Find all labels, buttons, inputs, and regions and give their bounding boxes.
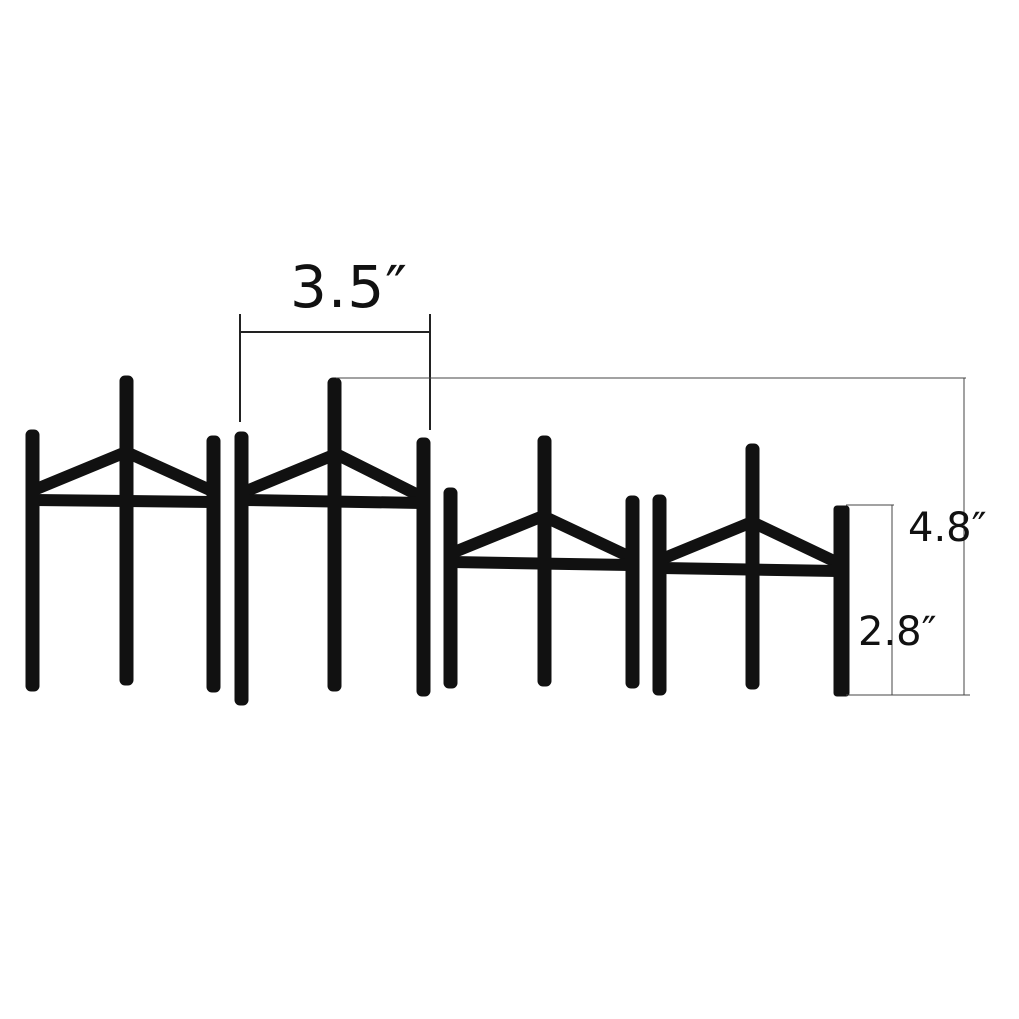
stand-leg-center xyxy=(537,435,552,687)
stand-leg-left xyxy=(443,487,458,689)
plant-stand-tall-1 xyxy=(25,375,221,693)
stand-brace-right xyxy=(330,448,426,502)
stand-leg-right xyxy=(416,437,431,697)
stand-brace-right xyxy=(120,446,216,496)
plant-stand-short-1 xyxy=(443,435,640,689)
stand-leg-left xyxy=(25,429,40,692)
stand-brace-left xyxy=(238,448,342,498)
stand-brace-left xyxy=(28,446,132,496)
width-dimension-bracket xyxy=(239,314,431,430)
stand-leg-left xyxy=(652,494,667,696)
stand-leg-right xyxy=(833,505,850,697)
tall-height-dimension-label: 4.8″ xyxy=(908,505,987,551)
width-dimension-label: 3.5″ xyxy=(290,253,408,321)
stand-brace-right xyxy=(537,510,634,562)
stand-leg-left xyxy=(234,431,249,706)
plant-stand-short-2 xyxy=(652,443,850,697)
stand-brace-left xyxy=(656,516,758,565)
stand-leg-right xyxy=(625,495,640,689)
stand-leg-right xyxy=(206,435,221,693)
stand-leg-center xyxy=(745,443,760,690)
stand-brace-left xyxy=(446,510,549,559)
short-height-dimension xyxy=(846,504,964,696)
short-height-dimension-label: 2.8″ xyxy=(858,609,937,655)
stand-brace-right xyxy=(746,516,842,568)
stand-leg-center xyxy=(119,375,134,686)
stand-leg-center xyxy=(327,377,342,692)
plant-stand-tall-2 xyxy=(234,377,431,706)
